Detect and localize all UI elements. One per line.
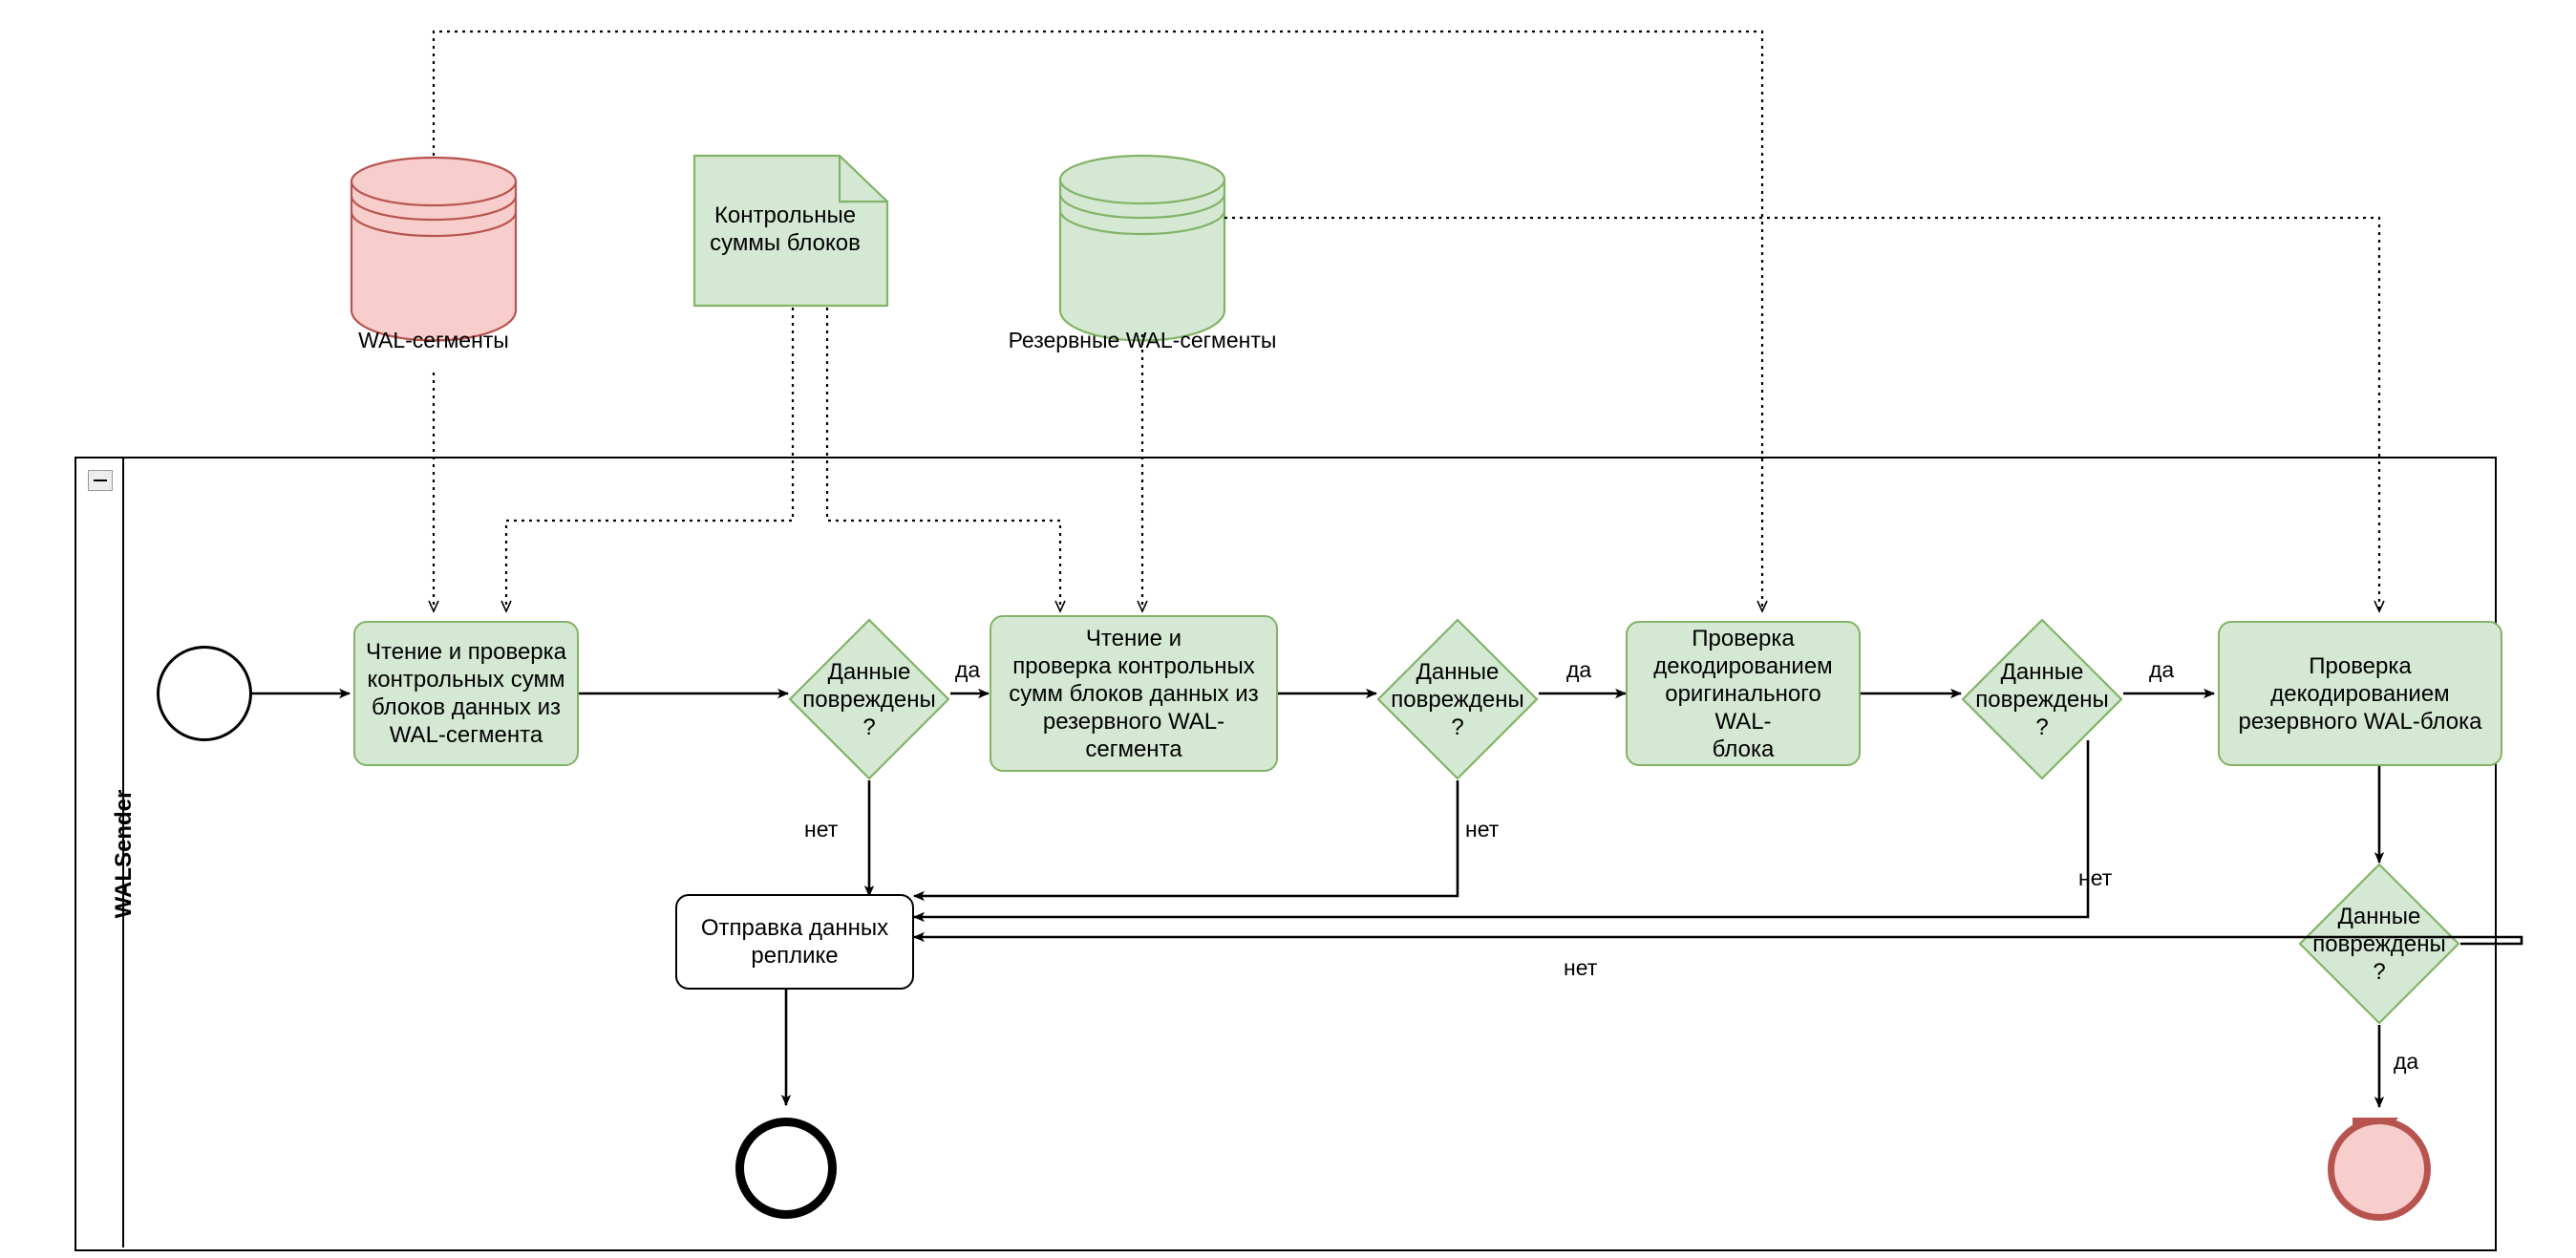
data-store-wal-segments-shape (350, 156, 518, 342)
task5-line-1: Отправка данных (700, 915, 889, 941)
data-object-block-checksums-label: Контрольные суммы блоков (694, 172, 876, 287)
task4-line-3: резервного WAL-блока (2238, 708, 2482, 735)
task4-line-2: декодированием (2270, 680, 2450, 707)
gw4-line-1: Данные (2337, 903, 2421, 929)
start-event[interactable] (157, 646, 252, 741)
collapse-minus-icon[interactable] (88, 470, 113, 491)
error-end-event[interactable] (2328, 1118, 2431, 1221)
task1-line-3: блоков данных из (371, 694, 561, 720)
task-read-check-wal[interactable]: Чтение и проверка контрольных сумм блоко… (353, 621, 579, 766)
task3-line-4: блока (1712, 736, 1775, 762)
task1-line-1: Чтение и проверка (365, 639, 567, 665)
gw2-line-3: ? (1451, 714, 1464, 740)
task-decode-original[interactable]: Проверка декодированием оригинального WA… (1626, 621, 1861, 766)
gw2-line-2: повреждены (1391, 686, 1524, 713)
doc-line-2: суммы блоков (710, 230, 861, 256)
flow-label-no-3: нет (2078, 865, 2113, 890)
data-store-backup-wal-segments-shape (1058, 154, 1226, 342)
gw4-line-2: повреждены (2312, 930, 2446, 957)
task2-line-1: Чтение и (1085, 625, 1182, 651)
gw4-line-3: ? (2373, 958, 2386, 985)
task-read-check-backup-wal[interactable]: Чтение и проверка контрольных сумм блоко… (990, 615, 1278, 772)
gw1-line-3: ? (862, 714, 876, 740)
flow-label-yes-4: да (2394, 1049, 2419, 1074)
gw3-line-2: повреждены (1975, 686, 2109, 713)
gw3-line-3: ? (2035, 714, 2049, 740)
task2-line-4: резервного WAL- (1042, 708, 1225, 735)
flow-label-no-2: нет (1465, 817, 1500, 842)
data-store-backup-wal-segments-label: Резервные WAL-сегменты (1008, 328, 1277, 352)
gw1-line-1: Данные (827, 658, 911, 685)
task4-line-1: Проверка (2309, 652, 2412, 679)
gw2-line-1: Данные (1416, 658, 1500, 685)
flow-label-yes-1: да (955, 657, 981, 682)
flow-label-yes-3: да (2149, 657, 2175, 682)
gw1-line-2: повреждены (802, 686, 936, 713)
data-store-wal-segments-label: WAL-сегменты (358, 328, 509, 352)
pool-lane-header (75, 457, 124, 1247)
flow-label-yes-2: да (1566, 657, 1592, 682)
gateway-data-corrupted-2[interactable]: Данные повреждены ? (1367, 620, 1548, 778)
gateway-data-corrupted-3[interactable]: Данные повреждены ? (1951, 620, 2133, 778)
end-event[interactable] (735, 1118, 837, 1219)
data-associations (428, 30, 2385, 613)
task3-line-3: оригинального WAL- (1665, 680, 1821, 735)
task2-line-5: сегмента (1085, 736, 1182, 762)
task5-line-2: реплике (751, 943, 839, 969)
flow-label-no-1: нет (804, 817, 839, 842)
task2-line-3: сумм блоков данных из (1009, 680, 1259, 707)
sequence-flows (248, 688, 2523, 1108)
flow-label-no-4: нет (1564, 955, 1598, 980)
doc-line-1: Контрольные (713, 203, 857, 228)
task1-line-4: WAL-сегмента (389, 722, 543, 748)
task-send-to-replica[interactable]: Отправка данных реплике (675, 894, 914, 990)
task-decode-backup[interactable]: Проверка декодированием резервного WAL-б… (2218, 621, 2502, 766)
pool-walsender[interactable] (75, 457, 2497, 1251)
data-object-block-checksums-shape (692, 154, 889, 308)
gateway-data-corrupted-4[interactable]: Данные повреждены ? (2289, 864, 2470, 1023)
gw3-line-1: Данные (2000, 658, 2084, 685)
task1-line-2: контрольных сумм (367, 667, 565, 693)
task3-line-2: декодированием (1653, 652, 1833, 679)
gateway-diamonds (788, 618, 2460, 1025)
task2-line-2: проверка контрольных (1012, 652, 1255, 679)
task3-line-1: Проверка (1692, 625, 1795, 651)
gateway-data-corrupted-1[interactable]: Данные повреждены ? (778, 620, 960, 778)
